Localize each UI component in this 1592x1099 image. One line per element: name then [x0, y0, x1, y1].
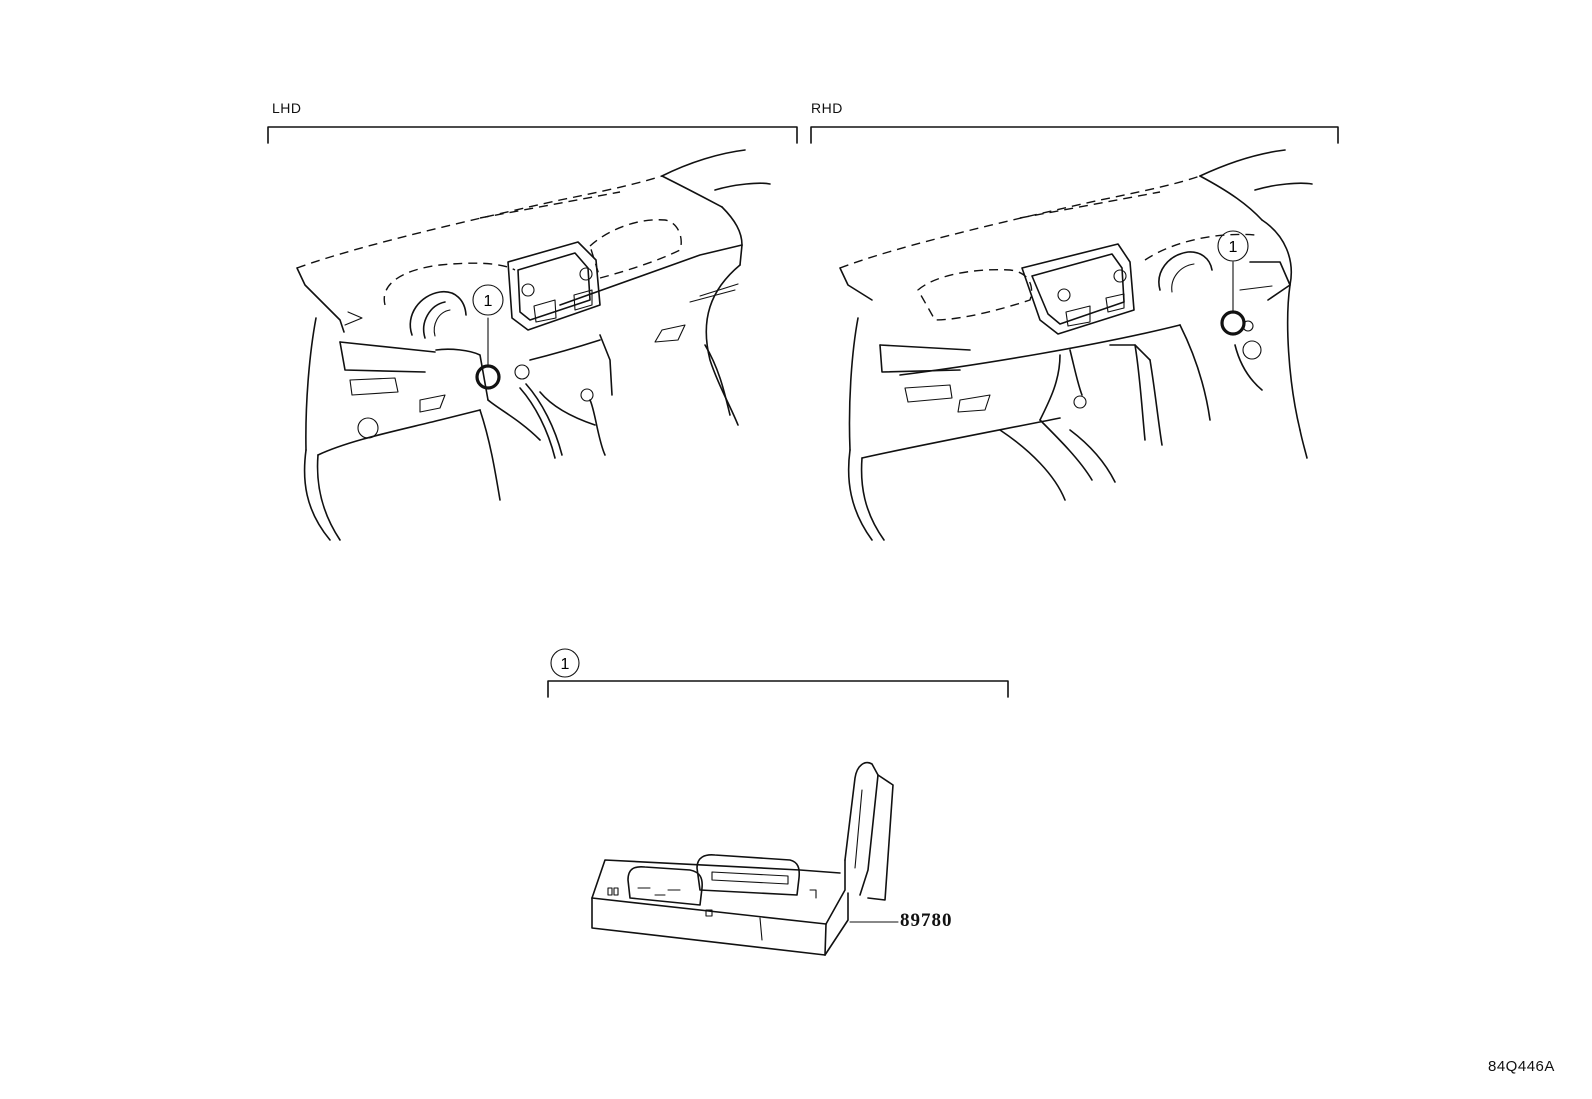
lhd-dashboard-illustration: [296, 149, 771, 541]
detail-bracket: [547, 680, 1009, 698]
rhd-callout-badge: 1: [1217, 230, 1249, 262]
lhd-callout-number: 1: [484, 293, 493, 310]
rhd-bracket: [810, 126, 1339, 144]
rhd-dashboard-illustration: [839, 149, 1313, 541]
rhd-label: RHD: [811, 100, 843, 116]
lhd-bracket: [267, 126, 798, 144]
detail-callout-number: 1: [561, 656, 570, 673]
part-number-label: 89780: [900, 910, 953, 931]
lhd-callout-badge: 1: [472, 284, 504, 316]
diagram-code: 84Q446A: [1488, 1058, 1555, 1075]
lhd-label: LHD: [272, 100, 302, 116]
rhd-callout-number: 1: [1229, 239, 1238, 256]
module-89780-illustration: [591, 761, 899, 956]
detail-callout-badge: 1: [550, 648, 580, 678]
